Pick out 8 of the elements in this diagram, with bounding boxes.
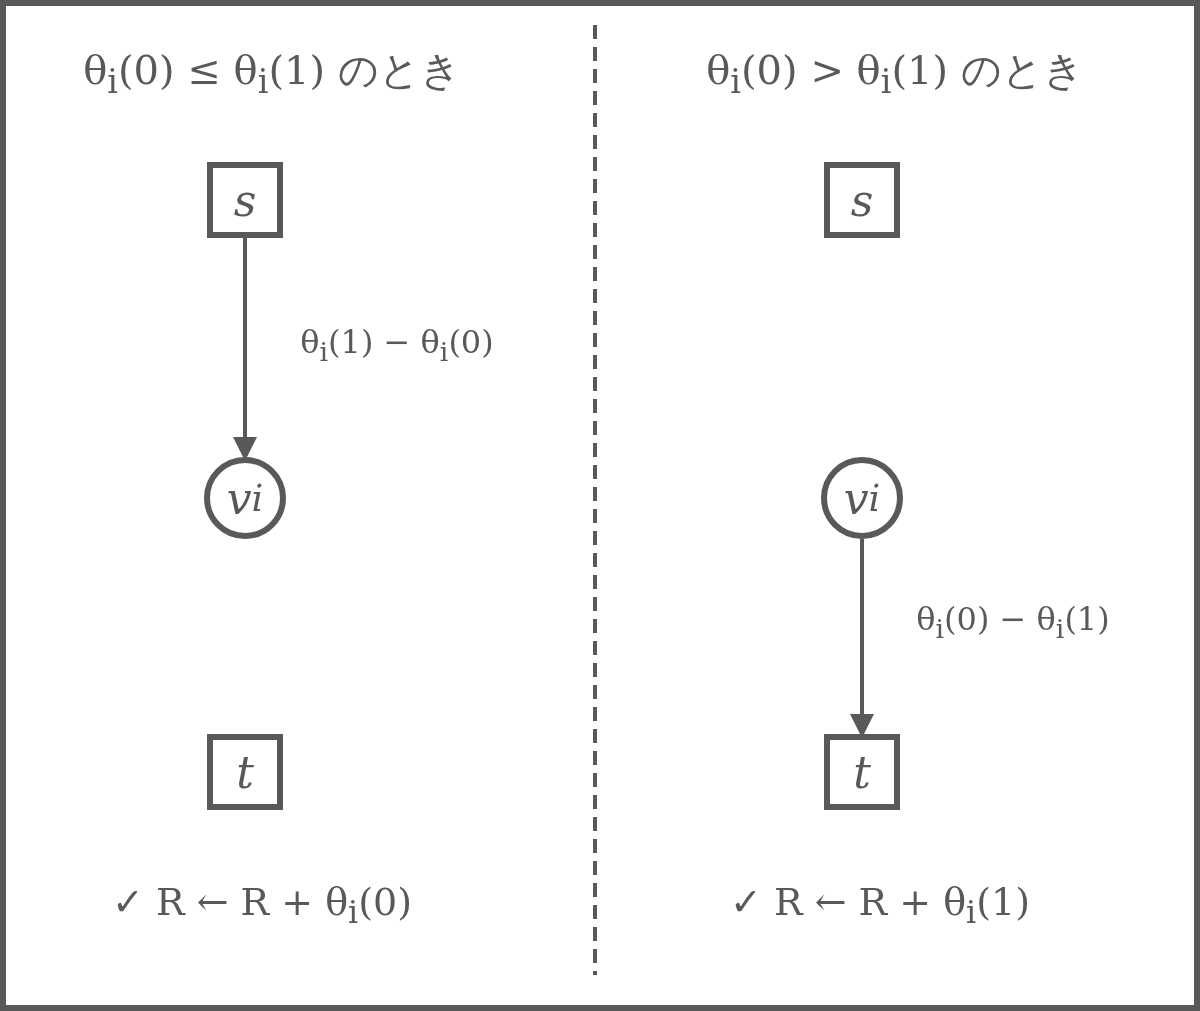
square-node: s	[824, 162, 900, 238]
square-node: s	[207, 162, 283, 238]
square-node: t	[207, 734, 283, 810]
heading: θ$_{i}$(0) ≤ θ$_{i}$(1) のとき	[83, 46, 461, 101]
square-node: t	[824, 734, 900, 810]
update-rule: ✓ R ← R + θ$_{i}$(0)	[111, 879, 413, 931]
update-rule: ✓ R ← R + θ$_{i}$(1)	[729, 879, 1031, 931]
heading: θ$_{i}$(0) > θ$_{i}$(1) のとき	[706, 46, 1084, 101]
